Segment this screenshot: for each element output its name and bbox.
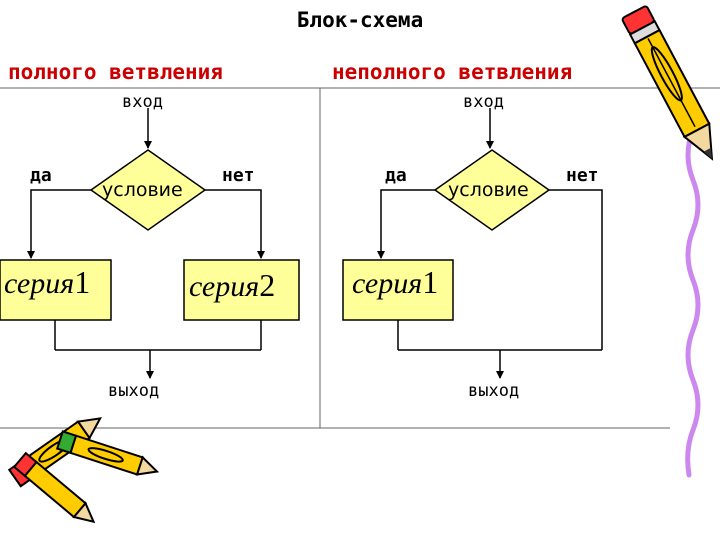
full-entry-label: вход [122, 92, 163, 112]
page-title: Блок-схема [296, 8, 424, 32]
partial-no-label: нет [566, 165, 599, 186]
partial-entry-label: вход [463, 92, 504, 112]
full-yes-arrow [27, 189, 91, 259]
full-branch-diagram [0, 108, 300, 379]
pencil-icon [621, 5, 714, 161]
full-no-arrow [205, 189, 265, 259]
full-condition-label: условие [102, 179, 183, 201]
full-series2-box [183, 259, 300, 321]
full-condition-diamond [89, 149, 207, 231]
wavy-line [685, 127, 701, 478]
full-no-label: нет [222, 165, 255, 186]
partial-yes-arrow [377, 189, 435, 259]
crossed-pencils-icon [7, 417, 160, 524]
partial-condition-diamond [433, 149, 551, 231]
full-branch-heading: полного ветвления [8, 60, 223, 84]
partial-branch-diagram [342, 108, 603, 379]
partial-exit-label: выход [468, 381, 520, 401]
partial-branch-heading: неполного ветвления [332, 60, 573, 84]
full-exit-label: выход [108, 381, 160, 401]
full-series2-label: серия2 [189, 267, 276, 303]
partial-yes-label: да [385, 165, 407, 186]
full-yes-label: да [30, 165, 52, 186]
full-series1-label: серия1 [4, 264, 91, 300]
partial-series1-label: серия1 [352, 264, 439, 300]
partial-condition-label: условие [448, 179, 529, 201]
partial-series1-box [342, 259, 454, 321]
partial-no-line [549, 189, 603, 350]
